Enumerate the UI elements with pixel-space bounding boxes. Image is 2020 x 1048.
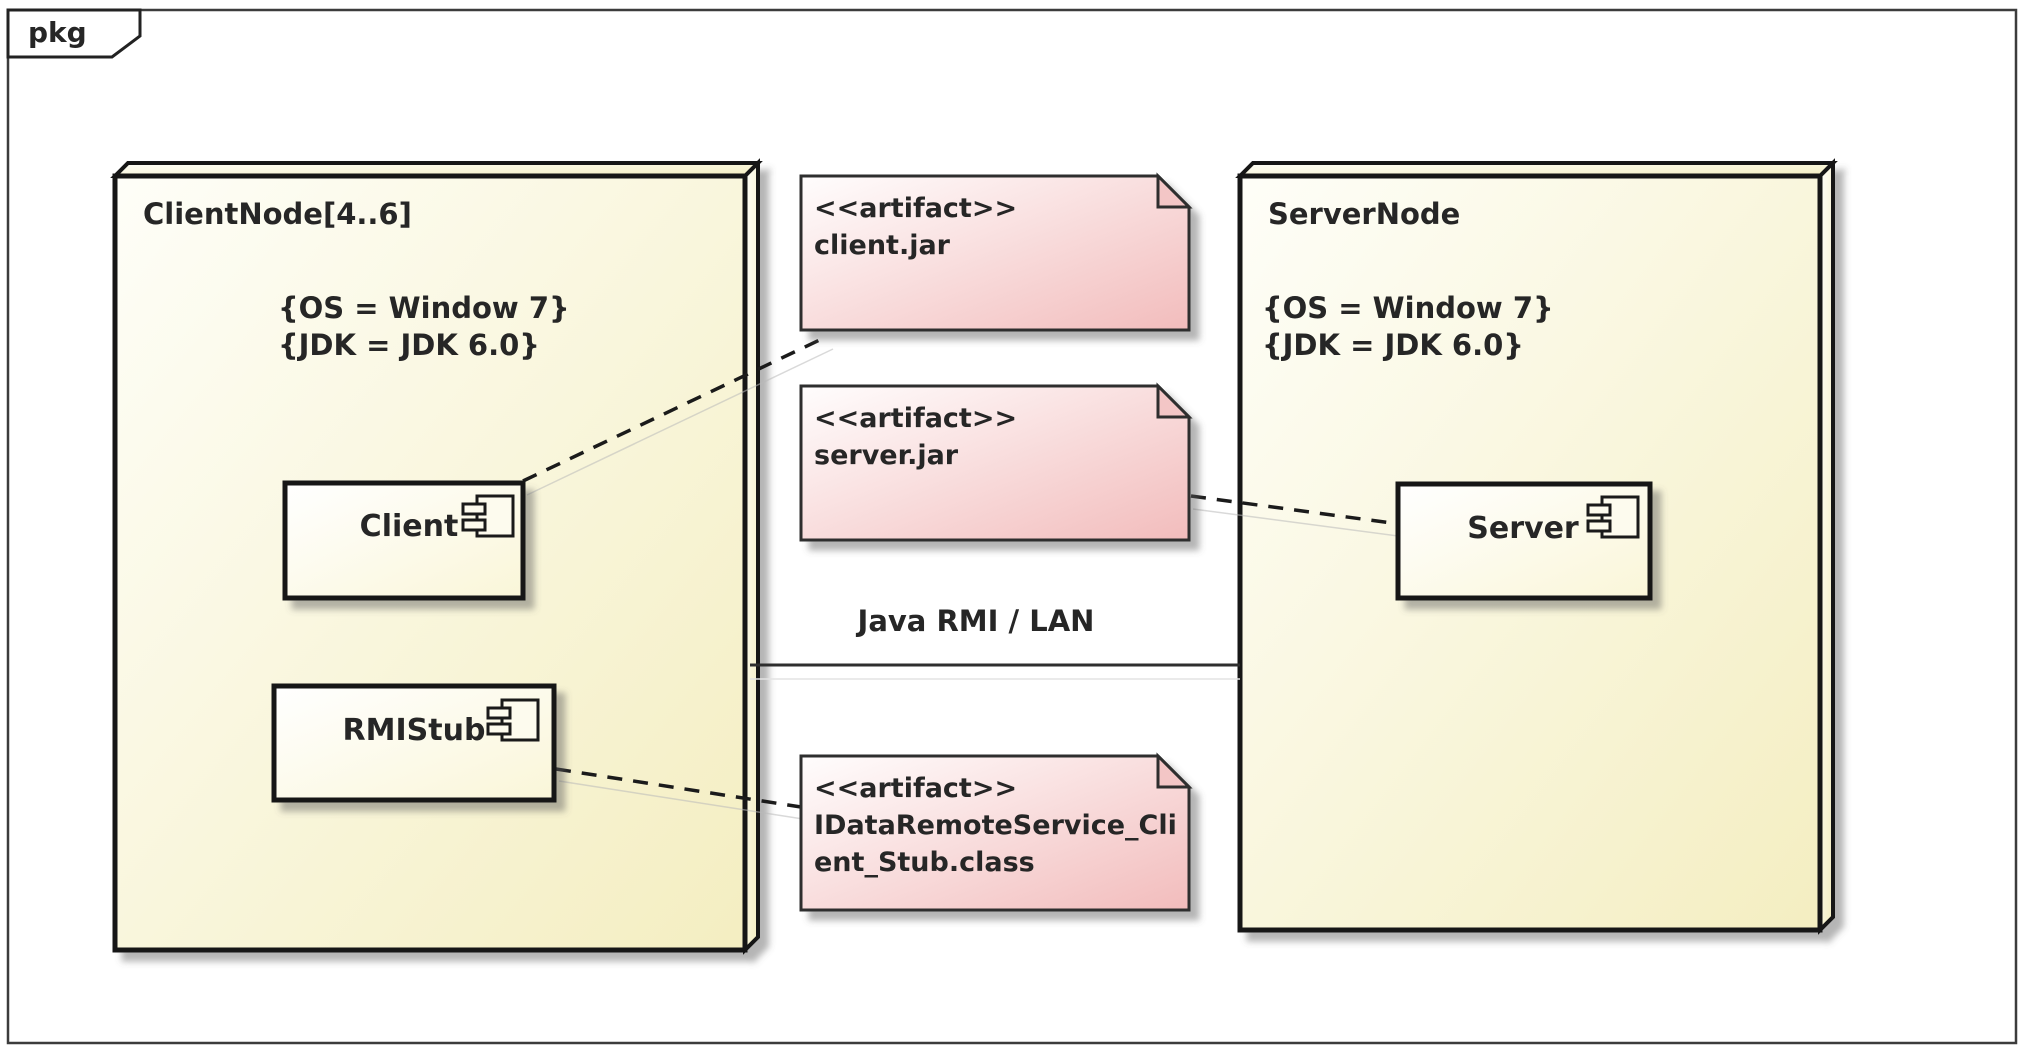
component-server[interactable]: Server — [1395, 481, 1653, 601]
component-rmistub[interactable]: RMIStub — [271, 683, 557, 803]
server-node-title: ServerNode — [1268, 197, 1460, 231]
client-node-jdk-property: {JDK = JDK 6.0} — [278, 328, 540, 362]
component-icon — [1586, 495, 1640, 539]
connector-rmistub-faint-line — [558, 780, 804, 820]
component-server-label: Server — [1467, 511, 1579, 546]
artifact-server-jar-fold-icon — [1156, 382, 1193, 419]
artifact-stub-class-fold-icon — [1156, 752, 1193, 789]
client-node-os-property: {OS = Window 7} — [278, 291, 570, 325]
component-client-label: Client — [360, 509, 459, 544]
component-client[interactable]: Client — [282, 480, 526, 601]
rmi-lan-link[interactable]: Java RMI / LAN — [750, 604, 1240, 680]
artifact-server-jar-stereotype: <<artifact>> — [814, 403, 1017, 434]
artifact-client-jar-note — [799, 174, 1191, 332]
connector-serverjar-to-server[interactable] — [1190, 494, 1400, 526]
component-icon — [461, 494, 515, 538]
artifact-stub-class-note — [799, 754, 1191, 912]
connector-server-faint-line — [1192, 508, 1414, 539]
server-node-os-property: {OS = Window 7} — [1262, 291, 1554, 325]
rmi-lan-link-label: Java RMI / LAN — [856, 604, 1095, 638]
connector-client-faint-line — [526, 348, 834, 496]
artifact-client-jar[interactable]: <<artifact>> client.jar — [799, 172, 1193, 332]
client-node-title: ClientNode[4..6] — [143, 197, 412, 231]
artifact-client-jar-stereotype: <<artifact>> — [814, 193, 1017, 224]
artifact-stub-class-stereotype: <<artifact>> — [814, 773, 1017, 804]
component-rmistub-label: RMIStub — [343, 713, 486, 748]
artifact-server-jar-name: server.jar — [814, 440, 959, 471]
artifact-server-jar[interactable]: <<artifact>> server.jar — [799, 382, 1193, 542]
pkg-frame-label: pkg — [28, 16, 87, 49]
server-node-jdk-property: {JDK = JDK 6.0} — [1262, 328, 1524, 362]
connector-client-to-clientjar[interactable] — [522, 334, 829, 483]
component-icon — [486, 698, 540, 742]
artifact-stub-class-name-line1: IDataRemoteService_Cli — [814, 810, 1177, 841]
artifact-stub-class-name-line2: ent_Stub.class — [814, 847, 1035, 878]
artifact-server-jar-note — [799, 384, 1191, 542]
artifact-stub-class[interactable]: <<artifact>> IDataRemoteService_Cli ent_… — [799, 752, 1193, 912]
pkg-frame-tab — [6, 8, 142, 59]
artifact-client-jar-name: client.jar — [814, 230, 951, 261]
artifact-client-jar-fold-icon — [1156, 172, 1193, 209]
